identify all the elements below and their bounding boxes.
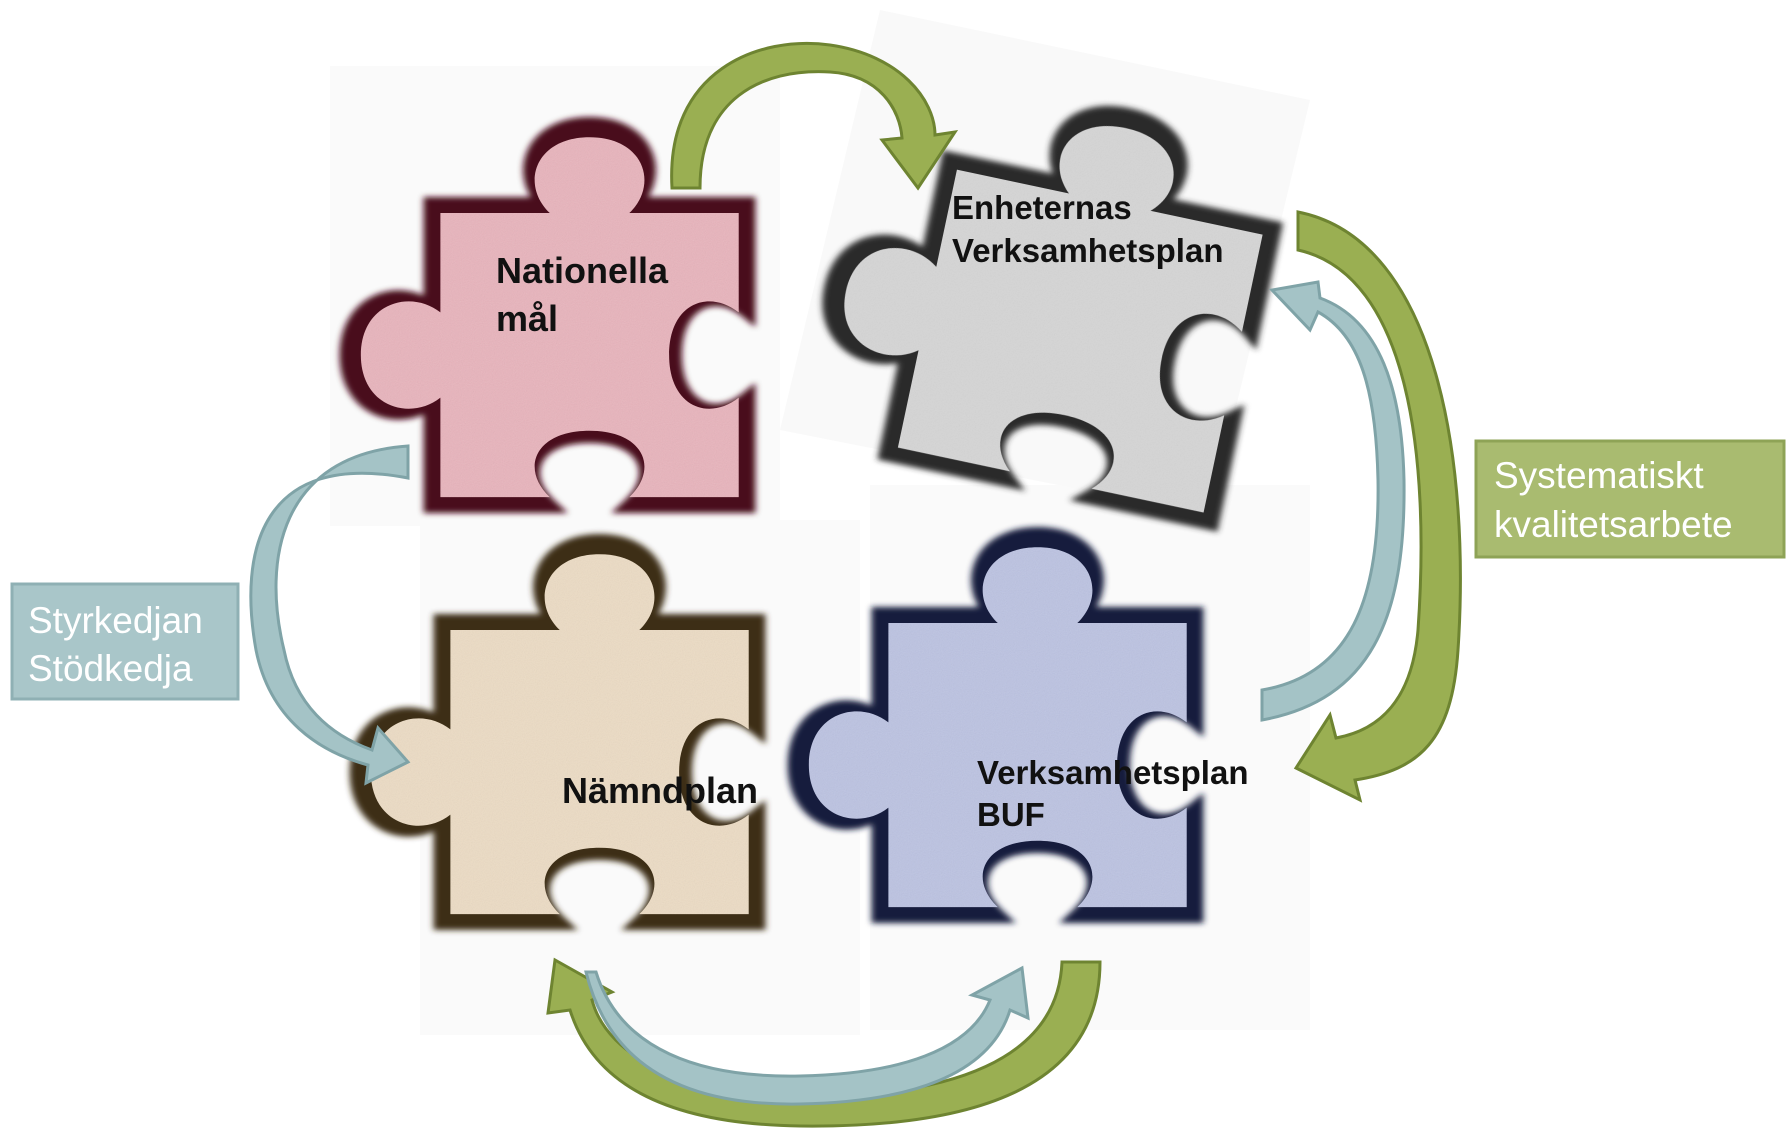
label-box-systematiskt-text: Systematiskt kvalitetsarbete — [1494, 455, 1733, 545]
label-box-styrkedja: Styrkedjan Stödkedja — [10, 582, 240, 701]
label-nationella: Nationella mål — [496, 250, 678, 339]
label-buf-line2: BUF — [977, 796, 1045, 833]
label-styrkedja-line2: Stödkedja — [28, 648, 193, 689]
label-nationella-line2: mål — [496, 298, 558, 339]
arrow-blue-left — [249, 444, 411, 786]
label-enheternas: Enheternas Verksamhetsplan — [952, 189, 1223, 269]
label-systematiskt-line1: Systematiskt — [1494, 455, 1704, 496]
label-buf: Verksamhetsplan BUF — [977, 754, 1258, 833]
label-buf-line1: Verksamhetsplan — [977, 754, 1248, 791]
label-box-styrkedja-text: Styrkedjan Stödkedja — [28, 600, 213, 689]
label-styrkedja-line1: Styrkedjan — [28, 600, 203, 641]
arrow-blue-right — [1260, 280, 1406, 722]
label-namndplan: Nämndplan — [562, 770, 758, 811]
label-nationella-line1: Nationella — [496, 250, 669, 291]
arrow-blue-bottom — [584, 965, 1030, 1106]
label-box-systematiskt: Systematiskt kvalitetsarbete — [1474, 439, 1786, 559]
arrow-green-right — [1293, 210, 1462, 803]
label-systematiskt-line2: kvalitetsarbete — [1494, 504, 1733, 545]
arrow-green-top — [670, 41, 959, 191]
label-enheternas-line1: Enheternas — [952, 189, 1132, 226]
label-enheternas-line2: Verksamhetsplan — [952, 232, 1223, 269]
